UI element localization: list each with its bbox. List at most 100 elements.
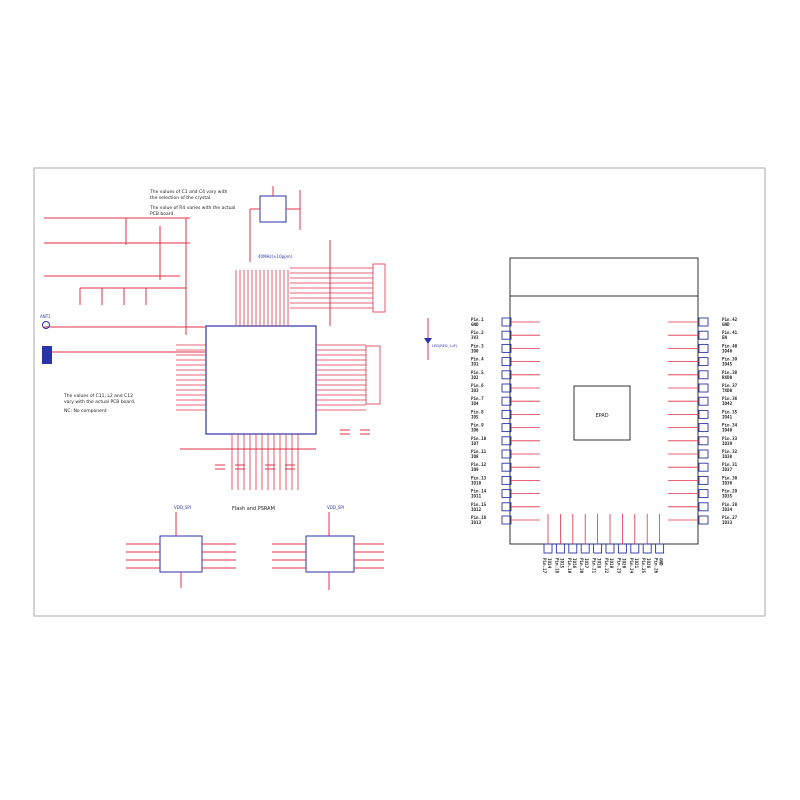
module-pin-number: Pin.42 (722, 317, 738, 322)
rf-connector (42, 346, 52, 364)
module-pin-name: IO12 (471, 507, 482, 512)
module-pin-number: Pin.34 (722, 423, 738, 428)
module-name: EPAD (595, 413, 608, 419)
module-pin-name: IO45 (722, 362, 733, 367)
module-pin-name: 3V3 (471, 335, 479, 340)
module-pin-number: Pin.33 (722, 436, 738, 441)
module-pin-name: IO6 (471, 428, 479, 433)
module-pin-number: Pin.16 (471, 515, 487, 520)
led-icon (424, 338, 432, 344)
module-pin-name: IO19 (609, 558, 614, 569)
module-pin-number: Pin.31 (722, 462, 738, 467)
module-pin-number: Pin.14 (471, 489, 487, 494)
module-pin-name: IO39 (722, 441, 733, 446)
module-pin-name: IO16 (572, 558, 577, 569)
crystal-note-line-1: The values of C1 and C4 vary with (149, 189, 227, 195)
rf-note-line-1: The values of C11, L2 and C12 (63, 393, 133, 399)
module-pin-name: IO40 (722, 428, 733, 433)
psram-chip (305, 535, 355, 573)
module-pin-name: IO41 (722, 414, 733, 419)
module-pin-number: Pin.9 (471, 423, 484, 428)
mcu-left-pins (176, 344, 206, 411)
module-pin-name: RXD0 (722, 375, 733, 380)
module-pin-name: IO3 (471, 388, 479, 393)
rf-note-line-2: vary with the actual PCB board. (64, 399, 135, 405)
module-pin-name: IO8 (471, 454, 479, 459)
led-label: LED(RED_1uF) (432, 344, 458, 348)
module-pin-name: IO13 (471, 520, 482, 525)
module-pin-name: IO35 (722, 494, 733, 499)
antenna-label: ANT1 (40, 314, 51, 319)
module-pin-name: IO14 (547, 558, 552, 569)
module-pin-name: IO10 (471, 480, 482, 485)
module-pin-name: IO7 (471, 441, 479, 446)
module-pin-number: Pin.15 (471, 502, 487, 507)
module-pin-name: EN (722, 335, 728, 340)
module-pin-number: Pin.5 (471, 370, 484, 375)
module-footprint: EPAD Pin.1GNDPin.23V3Pin.3IO0Pin.4IO1Pin… (471, 257, 738, 574)
module-pin-name: IO34 (722, 507, 733, 512)
module-pin-name: IO11 (471, 494, 482, 499)
module-pin-number: Pin.13 (471, 475, 487, 480)
module-pin-name: IO4 (471, 401, 479, 406)
module-pin-name: GND (722, 322, 730, 327)
nc-note: NC: No component (64, 408, 107, 414)
module-pin-name: IO36 (722, 480, 733, 485)
module-pin-number: Pin.4 (471, 357, 484, 362)
module-pin-number: Pin.1 (471, 317, 484, 322)
module-pin-name: IO15 (559, 558, 564, 569)
module-pin-number: Pin.35 (722, 409, 738, 414)
module-pin-number: Pin.11 (471, 449, 487, 454)
module-pin-name: IO9 (471, 467, 479, 472)
module-pin-number: Pin.21 (592, 558, 597, 574)
module-pin-number: Pin.25 (641, 558, 646, 574)
module-pin-number: Pin.8 (471, 409, 484, 414)
module-pin-number: Pin.39 (722, 357, 738, 362)
antenna-icon (42, 321, 50, 329)
module-pin-name: IO26 (646, 558, 651, 569)
module-pin-number: Pin.38 (722, 370, 738, 375)
module-pin-name: IO33 (722, 520, 733, 525)
module-pin-number: Pin.24 (629, 558, 634, 574)
module-pin-name: IO17 (584, 558, 589, 569)
module-pin-number: Pin.7 (471, 396, 484, 401)
mcu-bottom-pins (231, 434, 299, 490)
module-pin-number: Pin.20 (579, 558, 584, 574)
module-pin-name: IO2 (471, 375, 479, 380)
module-pin-number: Pin.27 (722, 515, 738, 520)
rx-note-line-2: PCB board. (150, 211, 175, 217)
module-pin-number: Pin.32 (722, 449, 738, 454)
module-pin-number: Pin.26 (654, 558, 659, 574)
module-pin-name: IO20 (621, 558, 626, 569)
module-pin-number: Pin.40 (722, 343, 738, 348)
module-pin-number: Pin.19 (567, 558, 572, 574)
module-pin-name: GND (659, 558, 664, 566)
psram-wires (272, 543, 384, 590)
mcu-schematic: The values of C1 and C4 vary with the se… (40, 186, 458, 590)
module-pin-name: GND (471, 322, 479, 327)
module-pin-number: Pin.3 (471, 343, 484, 348)
flash-wires (126, 543, 236, 588)
module-pin-number: Pin.18 (554, 558, 559, 574)
module-exposed-pad (573, 385, 631, 441)
psram-power-label: VDD_SPI (327, 505, 344, 510)
module-pin-number: Pin.29 (722, 489, 738, 494)
module-pin-number: Pin.22 (604, 558, 609, 574)
schematic-frame (33, 167, 766, 617)
module-pin-number: Pin.10 (471, 436, 487, 441)
bus-connector-right (365, 345, 381, 405)
module-pin-number: Pin.41 (722, 330, 738, 335)
flash-power-label: VDD_SPI (174, 505, 191, 510)
module-pin-number: Pin.17 (542, 558, 547, 574)
module-pin-name: IO0 (471, 348, 479, 353)
